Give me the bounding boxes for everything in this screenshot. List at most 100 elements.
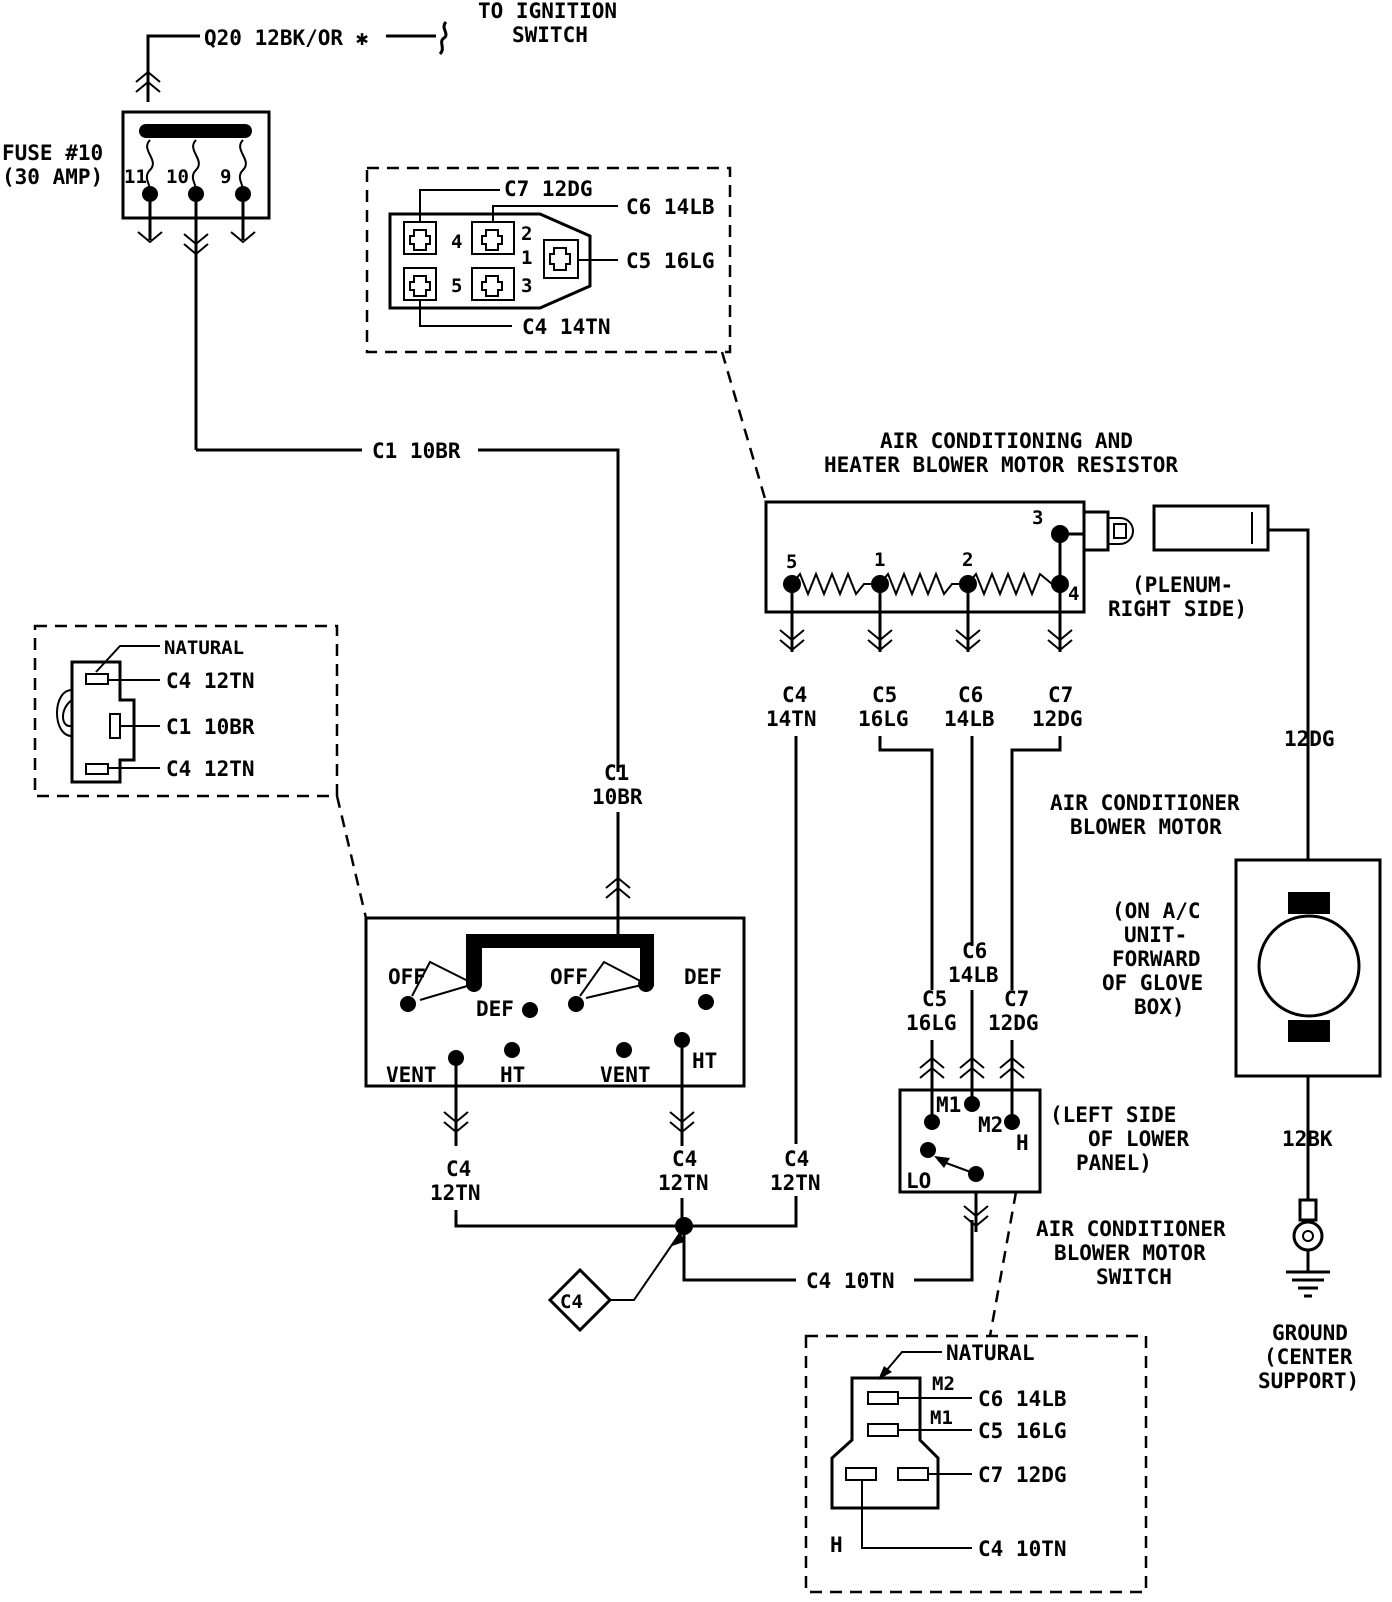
resistor-conn-c6: C6 14LB	[626, 195, 715, 219]
resistor-terminal-2: 2	[962, 549, 973, 571]
sw3-circuit: C4	[784, 1147, 809, 1171]
c1-feed-wire: C1 10BR	[196, 439, 620, 772]
splice-area: C4 12TN C4 12TN C4 12TN C4 10TN C4	[430, 1147, 974, 1333]
ignition-dest-line1: TO IGNITION	[478, 0, 617, 23]
bsw-location-line3: PANEL)	[1076, 1151, 1152, 1175]
rw-c4-circuit: C4	[782, 683, 807, 707]
blower-motor-resistor: AIR CONDITIONING AND HEATER BLOWER MOTOR…	[764, 429, 1247, 731]
bsw-location-line2: OF LOWER	[1088, 1127, 1190, 1151]
fuse-label-line2: (30 AMP)	[2, 165, 103, 189]
bsw-title-line1: AIR CONDITIONER	[1036, 1217, 1226, 1241]
pos-ht-1: HT	[500, 1063, 525, 1087]
fuse-pin-9: 9	[220, 166, 231, 188]
sw-conn-natural: NATURAL	[946, 1341, 1035, 1365]
pos-off-1: OFF	[388, 965, 426, 989]
pos-vent-2: VENT	[600, 1063, 651, 1087]
splice-id: C4	[560, 1291, 583, 1313]
ignition-wire-label: Q20 12BK/OR ✱	[204, 26, 369, 50]
cavity-5: 5	[451, 275, 462, 297]
mode-switch-connector-inset: NATURAL C4 12TN C1 10BR C4 12TN	[33, 624, 368, 919]
sw-conn-m1: M1	[930, 1407, 953, 1429]
sw-conn-w2: C5 16LG	[978, 1419, 1067, 1443]
rw-c6-circuit: C6	[958, 683, 983, 707]
mode-conn-c4a: C4 12TN	[166, 669, 255, 693]
sw-conn-w1: C6 14LB	[978, 1387, 1067, 1411]
sw3-gauge: 12TN	[770, 1171, 821, 1195]
motor-loc-line1: (ON A/C	[1112, 899, 1201, 923]
rw-c5-circuit: C5	[872, 683, 897, 707]
bsw-title-line2: BLOWER MOTOR	[1054, 1241, 1206, 1265]
rw-c7-gauge: 12DG	[1032, 707, 1083, 731]
pos-vent-1: VENT	[386, 1063, 437, 1087]
resistor-title-line1: AIR CONDITIONING AND	[880, 429, 1133, 453]
bsw-c5-gauge: 16LG	[906, 1011, 957, 1035]
bsw-term-lo: LO	[906, 1169, 931, 1193]
c1-top-label: C1 10BR	[372, 439, 461, 463]
ignition-dest-line2: SWITCH	[512, 23, 588, 47]
mode-conn-natural: NATURAL	[164, 637, 244, 659]
ignition-feed: Q20 12BK/OR ✱ TO IGNITION SWITCH	[135, 0, 617, 102]
bsw-location-line1: (LEFT SIDE	[1050, 1103, 1176, 1127]
bsw-c6-gauge: 14LB	[948, 963, 999, 987]
bsw-term-m2: M2	[978, 1113, 1003, 1137]
pos-def-right: DEF	[684, 965, 722, 989]
ground-label-line3: SUPPORT)	[1258, 1369, 1359, 1393]
motor-title-line2: BLOWER MOTOR	[1070, 815, 1222, 839]
resistor-conn-c5: C5 16LG	[626, 249, 715, 273]
rw-c7-circuit: C7	[1048, 683, 1073, 707]
fuse-pin-11: 11	[124, 166, 147, 188]
ground-label-line2: (CENTER	[1264, 1345, 1353, 1369]
sw1-circuit: C4	[446, 1157, 471, 1181]
mode-feed-circuit: C1	[604, 761, 629, 785]
sw2-gauge: 12TN	[658, 1171, 709, 1195]
motor-loc-line3: FORWARD	[1112, 947, 1201, 971]
motor-feed-label: 12DG	[1284, 727, 1335, 751]
pos-def-mid: DEF	[476, 997, 514, 1021]
resistor-terminal-4: 4	[1068, 583, 1079, 605]
bsw-term-h: H	[1016, 1131, 1029, 1155]
resistor-connector-inset: 4 2 1 5 3 C7 12DG C6 14LB C5 16LG C4 14T…	[365, 166, 768, 503]
resistor-terminal-1: 1	[874, 549, 885, 571]
resistor-terminal-5: 5	[786, 551, 797, 573]
sw-conn-m2: M2	[932, 1373, 955, 1395]
motor-title-line1: AIR CONDITIONER	[1050, 791, 1240, 815]
resistor-location-line1: (PLENUM-	[1132, 573, 1233, 597]
motor-loc-line4: OF GLOVE	[1102, 971, 1203, 995]
cavity-4: 4	[451, 231, 462, 253]
pos-ht-2: HT	[692, 1049, 717, 1073]
rw-c6-gauge: 14LB	[944, 707, 995, 731]
bsw-c7-circuit: C7	[1004, 987, 1029, 1011]
fuse-label-line1: FUSE #10	[2, 141, 103, 165]
sw2-circuit: C4	[672, 1147, 697, 1171]
mode-switch: C1 10BR OFF OFF DEF DEF VENT HT VENT HT	[364, 761, 746, 1146]
ground-label-line1: GROUND	[1272, 1321, 1348, 1345]
resistor-to-switch-wires	[794, 736, 1062, 1144]
sw-conn-w3: C7 12DG	[978, 1463, 1067, 1487]
cavity-2: 2	[521, 223, 532, 245]
motor-loc-line2: UNIT-	[1124, 923, 1187, 947]
mode-conn-c4b: C4 12TN	[166, 757, 255, 781]
bsw-c6-circuit: C6	[962, 939, 987, 963]
resistor-title-line2: HEATER BLOWER MOTOR RESISTOR	[824, 453, 1178, 477]
splice-out-wire: C4 10TN	[806, 1269, 895, 1293]
resistor-wire-connectors	[779, 592, 1073, 652]
blower-motor-switch: C6 14LB C5 16LG C7 12DG M1 M2 H LO (LEFT…	[898, 939, 1226, 1337]
bsw-term-m1: M1	[936, 1093, 961, 1117]
resistor-terminal-3: 3	[1032, 507, 1043, 529]
bsw-c5-circuit: C5	[922, 987, 947, 1011]
rw-c5-gauge: 16LG	[858, 707, 909, 731]
blower-motor-circuit: 12DG AIR CONDITIONER BLOWER MOTOR (ON A/…	[1050, 504, 1382, 1393]
resistor-conn-c4: C4 14TN	[522, 315, 611, 339]
fuse-pin-10: 10	[166, 166, 189, 188]
mode-feed-gauge: 10BR	[592, 785, 643, 809]
sw-conn-w4: C4 10TN	[978, 1537, 1067, 1561]
bsw-c7-gauge: 12DG	[988, 1011, 1039, 1035]
cavity-1: 1	[521, 247, 532, 269]
cavity-3: 3	[521, 275, 532, 297]
rw-c4-gauge: 14TN	[766, 707, 817, 731]
fuse-block: 11 10 9 FUSE #10 (30 AMP)	[2, 110, 271, 450]
switch-connector-inset: NATURAL M2 M1 C6 14LB C5 16LG C7 12DG H …	[804, 1334, 1148, 1594]
motor-loc-line5: BOX)	[1134, 995, 1185, 1019]
resistor-conn-c7: C7 12DG	[504, 177, 593, 201]
